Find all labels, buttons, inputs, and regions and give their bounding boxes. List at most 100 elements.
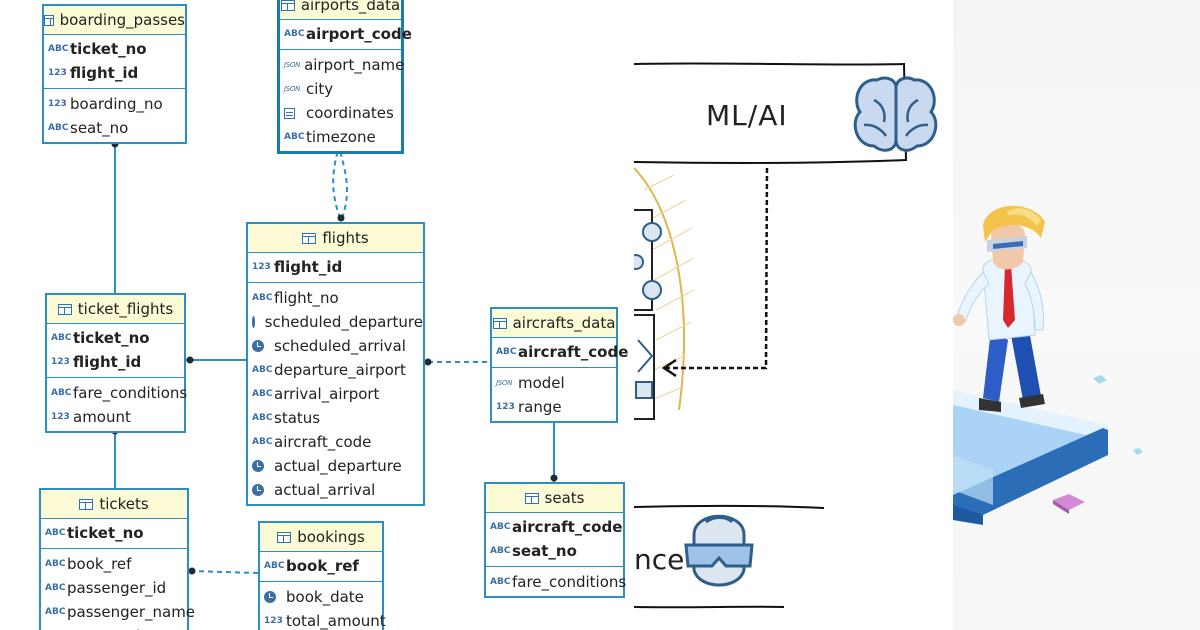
column-name: ticket_no — [70, 40, 147, 58]
text-type-icon: ABC — [252, 437, 273, 447]
entity-header[interactable]: ticket_flights — [47, 295, 184, 324]
column[interactable]: actual_departure — [248, 454, 423, 478]
column-name: actual_arrival — [274, 481, 376, 499]
column-name: fare_conditions — [512, 573, 627, 591]
text-type-icon: ABC — [252, 389, 273, 399]
text-type-icon: ABC — [264, 561, 285, 571]
entity-header[interactable]: airports_data — [280, 0, 401, 20]
table-icon — [277, 531, 292, 543]
column[interactable]: actual_arrival — [248, 478, 423, 502]
column[interactable]: scheduled_departure — [248, 310, 423, 334]
timestamp-type-icon — [252, 484, 264, 496]
text-type-icon: ABC — [51, 333, 72, 343]
table-icon — [44, 14, 54, 26]
text-type-icon: ABC — [45, 559, 66, 569]
numeric-type-icon: 123 — [51, 357, 70, 367]
text-type-icon: ABC — [51, 388, 72, 398]
sketch-drawing — [634, 62, 938, 609]
column-name: seat_no — [70, 119, 129, 137]
column-name: ticket_no — [73, 329, 150, 347]
entity-title: aircrafts_data — [512, 314, 616, 332]
column[interactable]: coordinates — [280, 101, 401, 125]
text-type-icon: ABC — [45, 528, 66, 538]
text-type-icon: ABC — [48, 123, 69, 133]
column-name: timezone — [306, 128, 376, 146]
entity-title: tickets — [99, 495, 149, 513]
column[interactable]: book_date — [260, 585, 382, 609]
entity-header[interactable]: aircrafts_data — [492, 309, 616, 338]
column-name: passenger_id — [67, 579, 167, 597]
table-icon — [57, 303, 72, 315]
entity-header[interactable]: seats — [486, 484, 623, 513]
text-type-icon: ABC — [45, 607, 66, 617]
column-name: airport_name — [304, 56, 405, 74]
column-name: fare_conditions — [73, 384, 188, 402]
numeric-type-icon: 123 — [48, 68, 67, 78]
brain-icon — [853, 76, 938, 152]
entity-header[interactable]: tickets — [41, 490, 187, 519]
column-name: status — [274, 409, 321, 427]
column-name: flight_id — [73, 353, 142, 371]
entity-header[interactable]: boarding_passes — [44, 6, 185, 35]
numeric-type-icon: 123 — [496, 402, 515, 412]
numeric-type-icon: 123 — [48, 99, 67, 109]
column-name: departure_airport — [274, 361, 406, 379]
timestamp-type-icon — [252, 340, 264, 352]
column[interactable]: ABCcontact_data — [41, 624, 187, 630]
column-name: boarding_no — [70, 95, 163, 113]
geometry-type-icon — [284, 107, 295, 119]
timestamp-type-icon — [252, 460, 264, 472]
entity-header[interactable]: bookings — [260, 523, 382, 552]
column[interactable]: scheduled_arrival — [248, 334, 423, 358]
entity-header[interactable]: flights — [248, 224, 423, 253]
column-name: flight_id — [70, 64, 139, 82]
vr-person-icon — [684, 514, 754, 587]
text-type-icon: ABC — [490, 546, 511, 556]
